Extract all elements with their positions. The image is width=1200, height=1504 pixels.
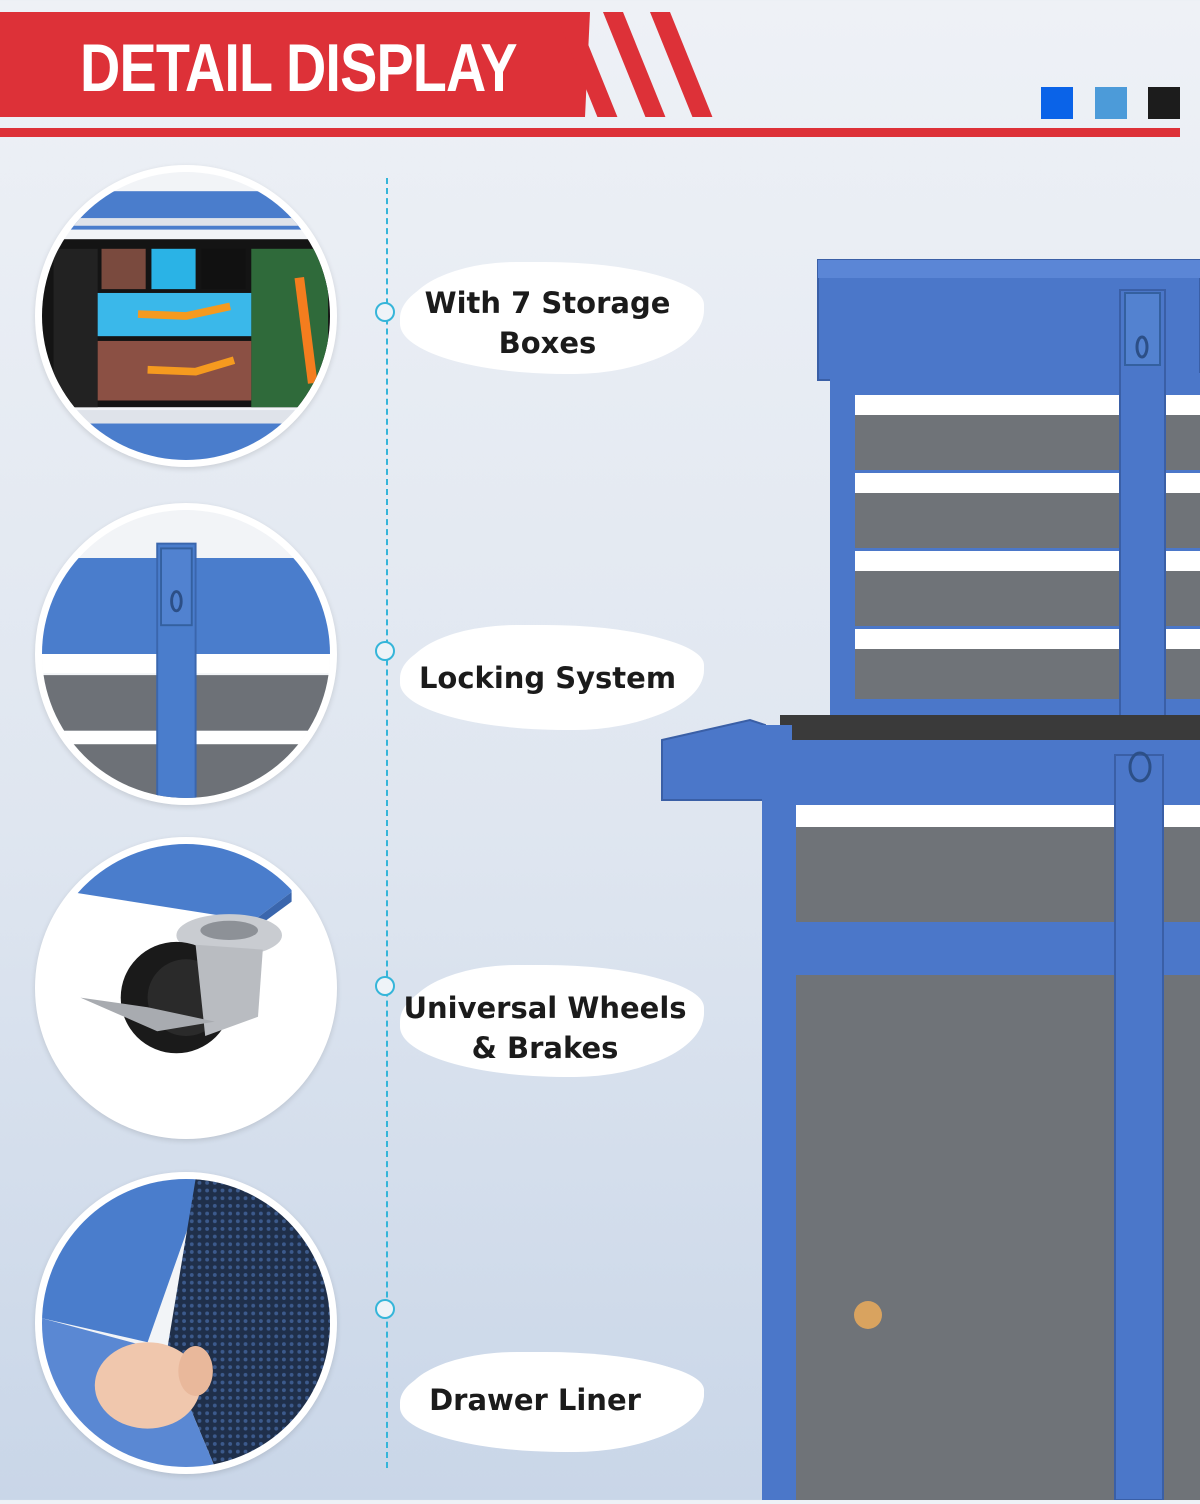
label-brush [405,1352,700,1452]
label-brush [405,262,700,374]
color-swatch-blue[interactable] [1041,87,1073,119]
timeline-node [375,1299,395,1319]
label-brush [405,965,700,1077]
lock-hasp-closeup [35,503,337,805]
color-swatch-light-blue[interactable] [1095,87,1127,119]
label-brush [405,625,700,730]
timeline-node [375,302,395,322]
tool-cabinet-image [650,255,1200,1501]
timeline-line [386,178,388,1468]
header-rule [0,128,1180,137]
timeline-node [375,976,395,996]
feature-label-locking-system: Locking System [418,661,677,695]
color-swatch-black[interactable] [1148,87,1180,119]
storage-boxes-closeup [35,165,337,467]
feature-label-storage-boxes: With 7 Storage Boxes [424,286,671,360]
caster-wheel-closeup [35,837,337,1139]
page-title: DETAIL DISPLAY [80,30,518,106]
drawer-liner-closeup [35,1172,337,1474]
timeline-node [375,641,395,661]
feature-label-drawer-liner: Drawer Liner [429,1383,641,1417]
header-banner [0,12,590,117]
feature-label-wheels-brakes: Universal Wheels & Brakes [403,991,687,1065]
